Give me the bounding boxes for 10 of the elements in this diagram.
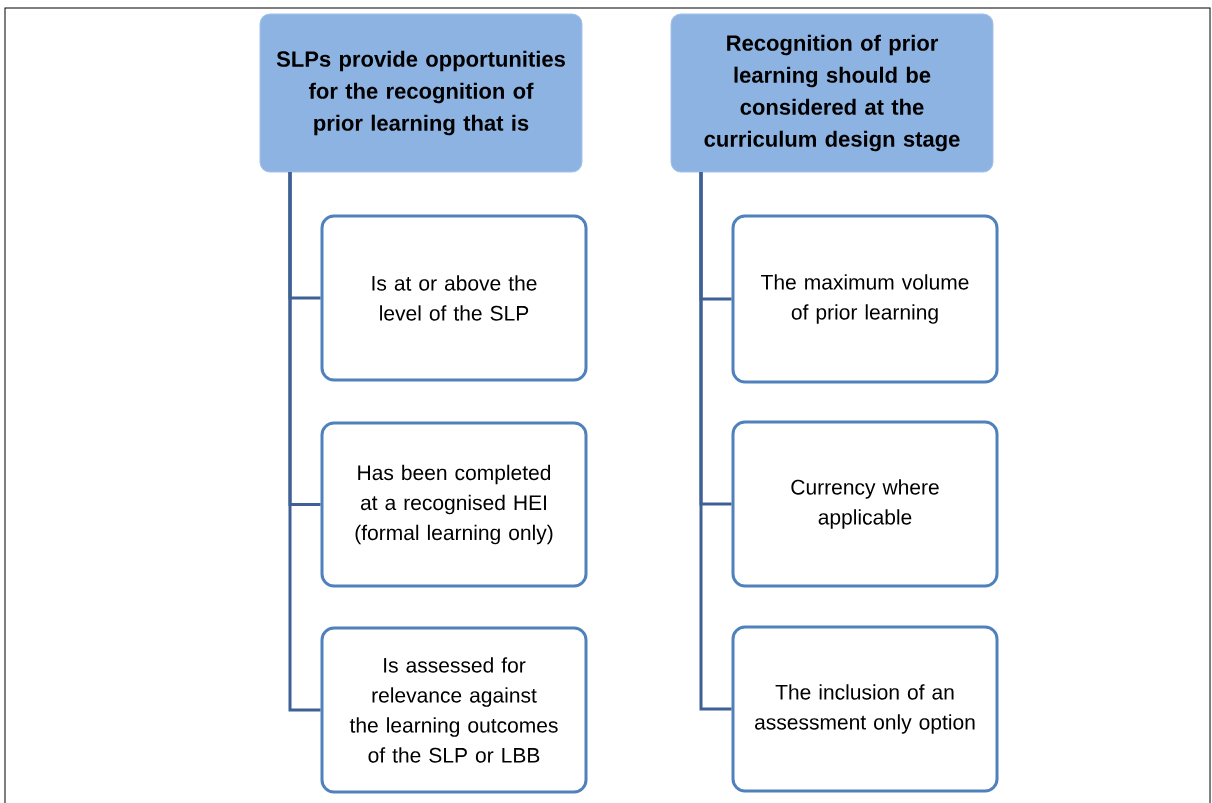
heading-box: Recognition of prior learning should be considered at the curriculum design stage (670, 13, 994, 173)
heading-box: SLPs provide opportunities for the recognition of prior learning that is (259, 13, 583, 173)
item-box: The maximum volume of prior learning (731, 214, 999, 384)
item-box: Currency where applicable (731, 420, 999, 588)
connector-line (288, 172, 321, 712)
connector-line (699, 172, 732, 711)
item-box: The inclusion of an assessment only option (731, 625, 999, 793)
item-box: Is at or above the level of the SLP (320, 214, 588, 382)
item-box: Has been completed at a recognised HEI (formal learning only) (320, 421, 588, 588)
item-box: Is assessed for relevance against the learning outcomes of the SLP or LBB (320, 626, 588, 794)
